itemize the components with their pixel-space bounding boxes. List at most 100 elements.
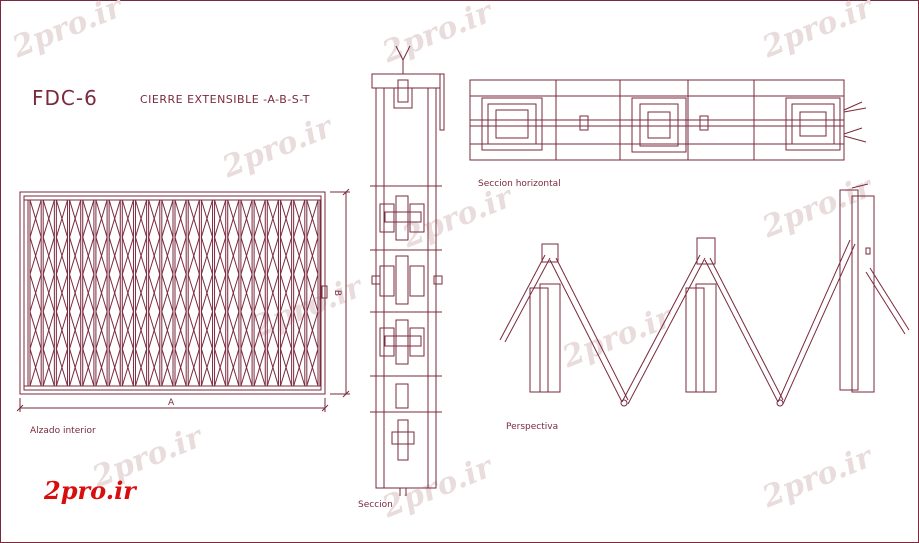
lattice-bar [253,311,266,349]
lattice-bar [69,237,82,275]
lattice-bar [95,199,108,238]
lattice-bar [293,199,306,238]
lattice-bar [187,199,200,238]
lattice-bar [161,348,174,387]
lattice-bar [279,348,293,387]
lattice-bar [174,199,187,238]
lattice-bar [266,237,279,275]
vertical-section-view [370,45,445,496]
lattice-bar [42,199,55,238]
lattice-bar [29,311,42,349]
lattice-bar [69,274,82,312]
lattice-bar [214,237,227,275]
lattice-bar [266,274,279,312]
lattice-bar [227,311,240,349]
lattice-bar [82,274,95,312]
lattice-bar [55,348,69,387]
lattice-bar [42,311,55,349]
lattice-bar [148,348,161,387]
lattice-bar [148,199,161,238]
lattice-bar [134,311,148,349]
lattice-bar [306,237,319,275]
lattice-bar [82,311,95,349]
lattice-bar [148,237,161,275]
label-perspective: Perspectiva [506,422,559,432]
lattice-bar [214,311,227,349]
lattice-bar [306,199,319,238]
lattice-bar [69,348,82,387]
lattice-bar [82,348,95,387]
lattice-bar [253,274,266,312]
lattice-bar [293,348,306,387]
lattice-bar [266,311,279,349]
lattice-bar [134,348,148,387]
lattice-bar [306,311,319,349]
lattice-bar [187,237,200,275]
lattice-bar [42,274,55,312]
lattice-bar [240,274,253,312]
lattice-bar [82,237,95,275]
lattice-bar [266,199,279,238]
lattice-bar [253,199,266,238]
lattice-bar [55,237,69,275]
lattice-bar [253,348,266,387]
lattice-bar [55,199,69,238]
lattice-bar [55,274,69,312]
lattice-bar [174,237,187,275]
lattice-bar [227,348,240,387]
lattice-bar [95,237,108,275]
perspective-view [499,183,910,407]
lattice-bar [200,237,214,275]
lattice-bar [293,311,306,349]
lattice-bar [42,237,55,275]
lattice-bar [121,348,134,387]
lattice-bar [227,237,240,275]
lattice-bar [187,274,200,312]
lattice-bar [240,348,253,387]
lattice-bar [266,348,279,387]
lattice-bar [29,199,42,238]
interior-elevation-view [16,188,350,412]
lattice-bar [121,237,134,275]
lattice-bar [306,274,319,312]
lattice-bar [227,274,240,312]
drawing-subtitle: CIERRE EXTENSIBLE -A-B-S-T [140,93,310,106]
lattice-bar [134,237,148,275]
dimension-height-label: B [332,289,343,297]
lattice-bar [29,237,42,275]
lattice-bar [240,311,253,349]
lattice-bar [121,311,134,349]
lattice-bar [108,311,121,349]
site-logo: 2pro.ir [44,476,136,505]
lattice-bar [161,311,174,349]
lattice-bar [200,199,214,238]
lattice-bar [240,237,253,275]
lattice-bar [200,274,214,312]
lattice-bar [55,311,69,349]
lattice-bar [187,348,200,387]
lattice-bar [174,348,187,387]
lattice-bar [161,199,174,238]
lattice-bar [200,348,214,387]
lattice-bar [69,199,82,238]
lattice-bar [279,274,293,312]
lattice-bar [82,199,95,238]
lattice-bar [29,274,42,312]
lattice-bar [134,274,148,312]
lattice-bar [174,311,187,349]
lattice-bar [95,311,108,349]
lattice-bar [108,199,121,238]
lattice-bar [214,274,227,312]
lattice-bar [29,348,42,387]
lattice-bar [293,274,306,312]
lattice-bar [69,311,82,349]
lattice-bar [293,237,306,275]
lattice-bar [108,274,121,312]
label-interior-elevation: Alzado interior [30,426,96,436]
lattice-bar [148,274,161,312]
label-horizontal-section: Seccion horizontal [478,179,561,189]
lattice-bar [240,199,253,238]
lattice-bar [95,348,108,387]
lattice-bar [253,237,266,275]
